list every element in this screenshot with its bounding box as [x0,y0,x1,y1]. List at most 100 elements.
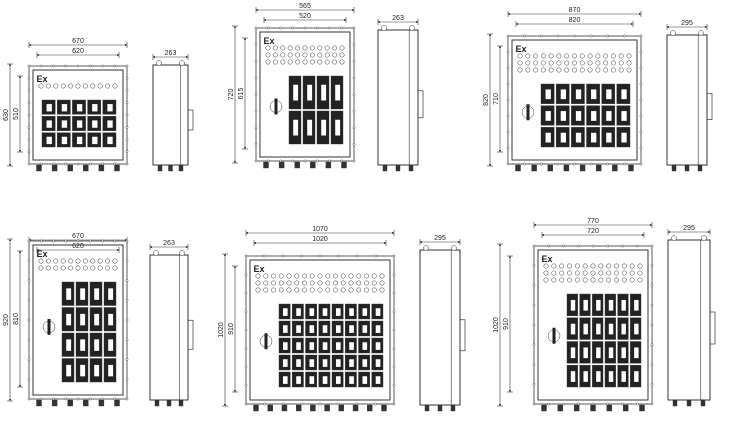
flange-bolt [39,162,43,166]
flange-bolt [318,402,322,406]
breaker-window [80,288,86,300]
indicator-light [295,52,301,58]
indicator-light [637,263,643,269]
indicator-light [45,265,51,271]
flange-bolt [76,64,80,68]
breaker-window [293,84,299,101]
flange-bolt [244,347,248,350]
breaker-window [596,371,601,382]
enclosure-door [537,249,649,401]
indicator-light [53,265,59,271]
breaker-window [545,111,551,121]
door-handle [187,109,194,131]
indicator-light [82,258,88,264]
indicator-light [263,280,269,286]
breaker-window [583,347,588,359]
indicator-light [629,277,635,283]
flange-bolt [27,162,31,166]
outer-height-dimension: 720 [228,25,238,164]
flange-bolt [591,402,595,406]
cable-gland [596,164,602,172]
indicator-light [82,83,88,89]
flange-bolt [392,291,396,295]
depth-dimension: 295 [667,225,711,235]
indicator-light [309,45,315,51]
flange-bolt [315,159,319,163]
outer-width-dimension: 870 [507,7,642,17]
breaker-window [560,132,567,143]
flange-bolt [532,284,536,287]
inner-height-dimension: 615 [238,37,248,150]
breaker-window [606,89,612,100]
indicator-light [637,270,643,276]
cable-gland [541,404,547,412]
flange-bolt [650,363,654,366]
breaker-window [591,132,597,143]
breaker-window [92,104,98,112]
flange-bolt [27,358,31,361]
indicator-light [582,263,588,269]
flange-bolt [506,162,510,166]
cable-gland [628,164,634,172]
flange-bolt [125,101,129,105]
indicator-light [371,273,377,279]
indicator-light [517,67,523,73]
flange-bolt [635,244,639,248]
cable-gland [281,404,288,412]
flange-bolt [337,254,340,258]
front-view: Ex [506,34,643,172]
indicator-light [556,67,562,73]
dimension-label: 263 [392,15,404,22]
indicator-light [582,270,588,276]
indicator-light [340,287,346,293]
indicator-light [610,67,616,73]
indicator-light [265,52,271,58]
breaker-window [335,119,341,136]
breaker-window [46,120,52,128]
door-handle [417,90,424,119]
breaker-window [362,325,368,333]
indicator-light [271,287,276,293]
indicator-light [317,52,323,58]
indicator-light [556,60,562,66]
flange-bolt [639,98,643,102]
breaker-window [362,308,368,316]
breaker-window [349,325,354,333]
indicator-light [598,277,604,283]
flange-bolt [532,343,536,347]
lifting-eye [698,30,704,36]
flange-bolt [125,64,129,68]
indicator-light [265,59,271,65]
side-view: 263 [377,15,424,172]
dimension-label: 920 [3,314,10,326]
flange-bolt [27,239,31,243]
indicator-light [517,60,523,66]
indicator-light [112,265,118,271]
flange-bolt [113,239,117,243]
lifting-eye [671,235,677,241]
indicator-light [543,277,549,283]
indicator-light [348,273,354,279]
indicator-light [364,287,369,293]
flange-bolt [606,402,610,406]
indicator-light [371,280,377,286]
indicator-light [302,45,308,51]
flange-bolt [279,159,282,163]
breaker-window [282,308,288,316]
breaker-window [321,84,327,101]
indicator-light [309,59,315,65]
flange-bolt [244,254,248,258]
breaker-window [349,308,354,316]
flange-bolt [27,318,31,322]
indicator-light [579,53,585,59]
flange-bolt [532,303,536,307]
indicator-light [294,280,300,286]
flange-bolt [27,150,31,154]
indicator-light [533,67,539,73]
flange-bolt [547,244,551,248]
breaker-window [335,84,341,101]
indicator-light [45,258,51,264]
breaker-window [296,359,301,367]
breaker-window [108,288,114,300]
indicator-light [614,263,619,269]
